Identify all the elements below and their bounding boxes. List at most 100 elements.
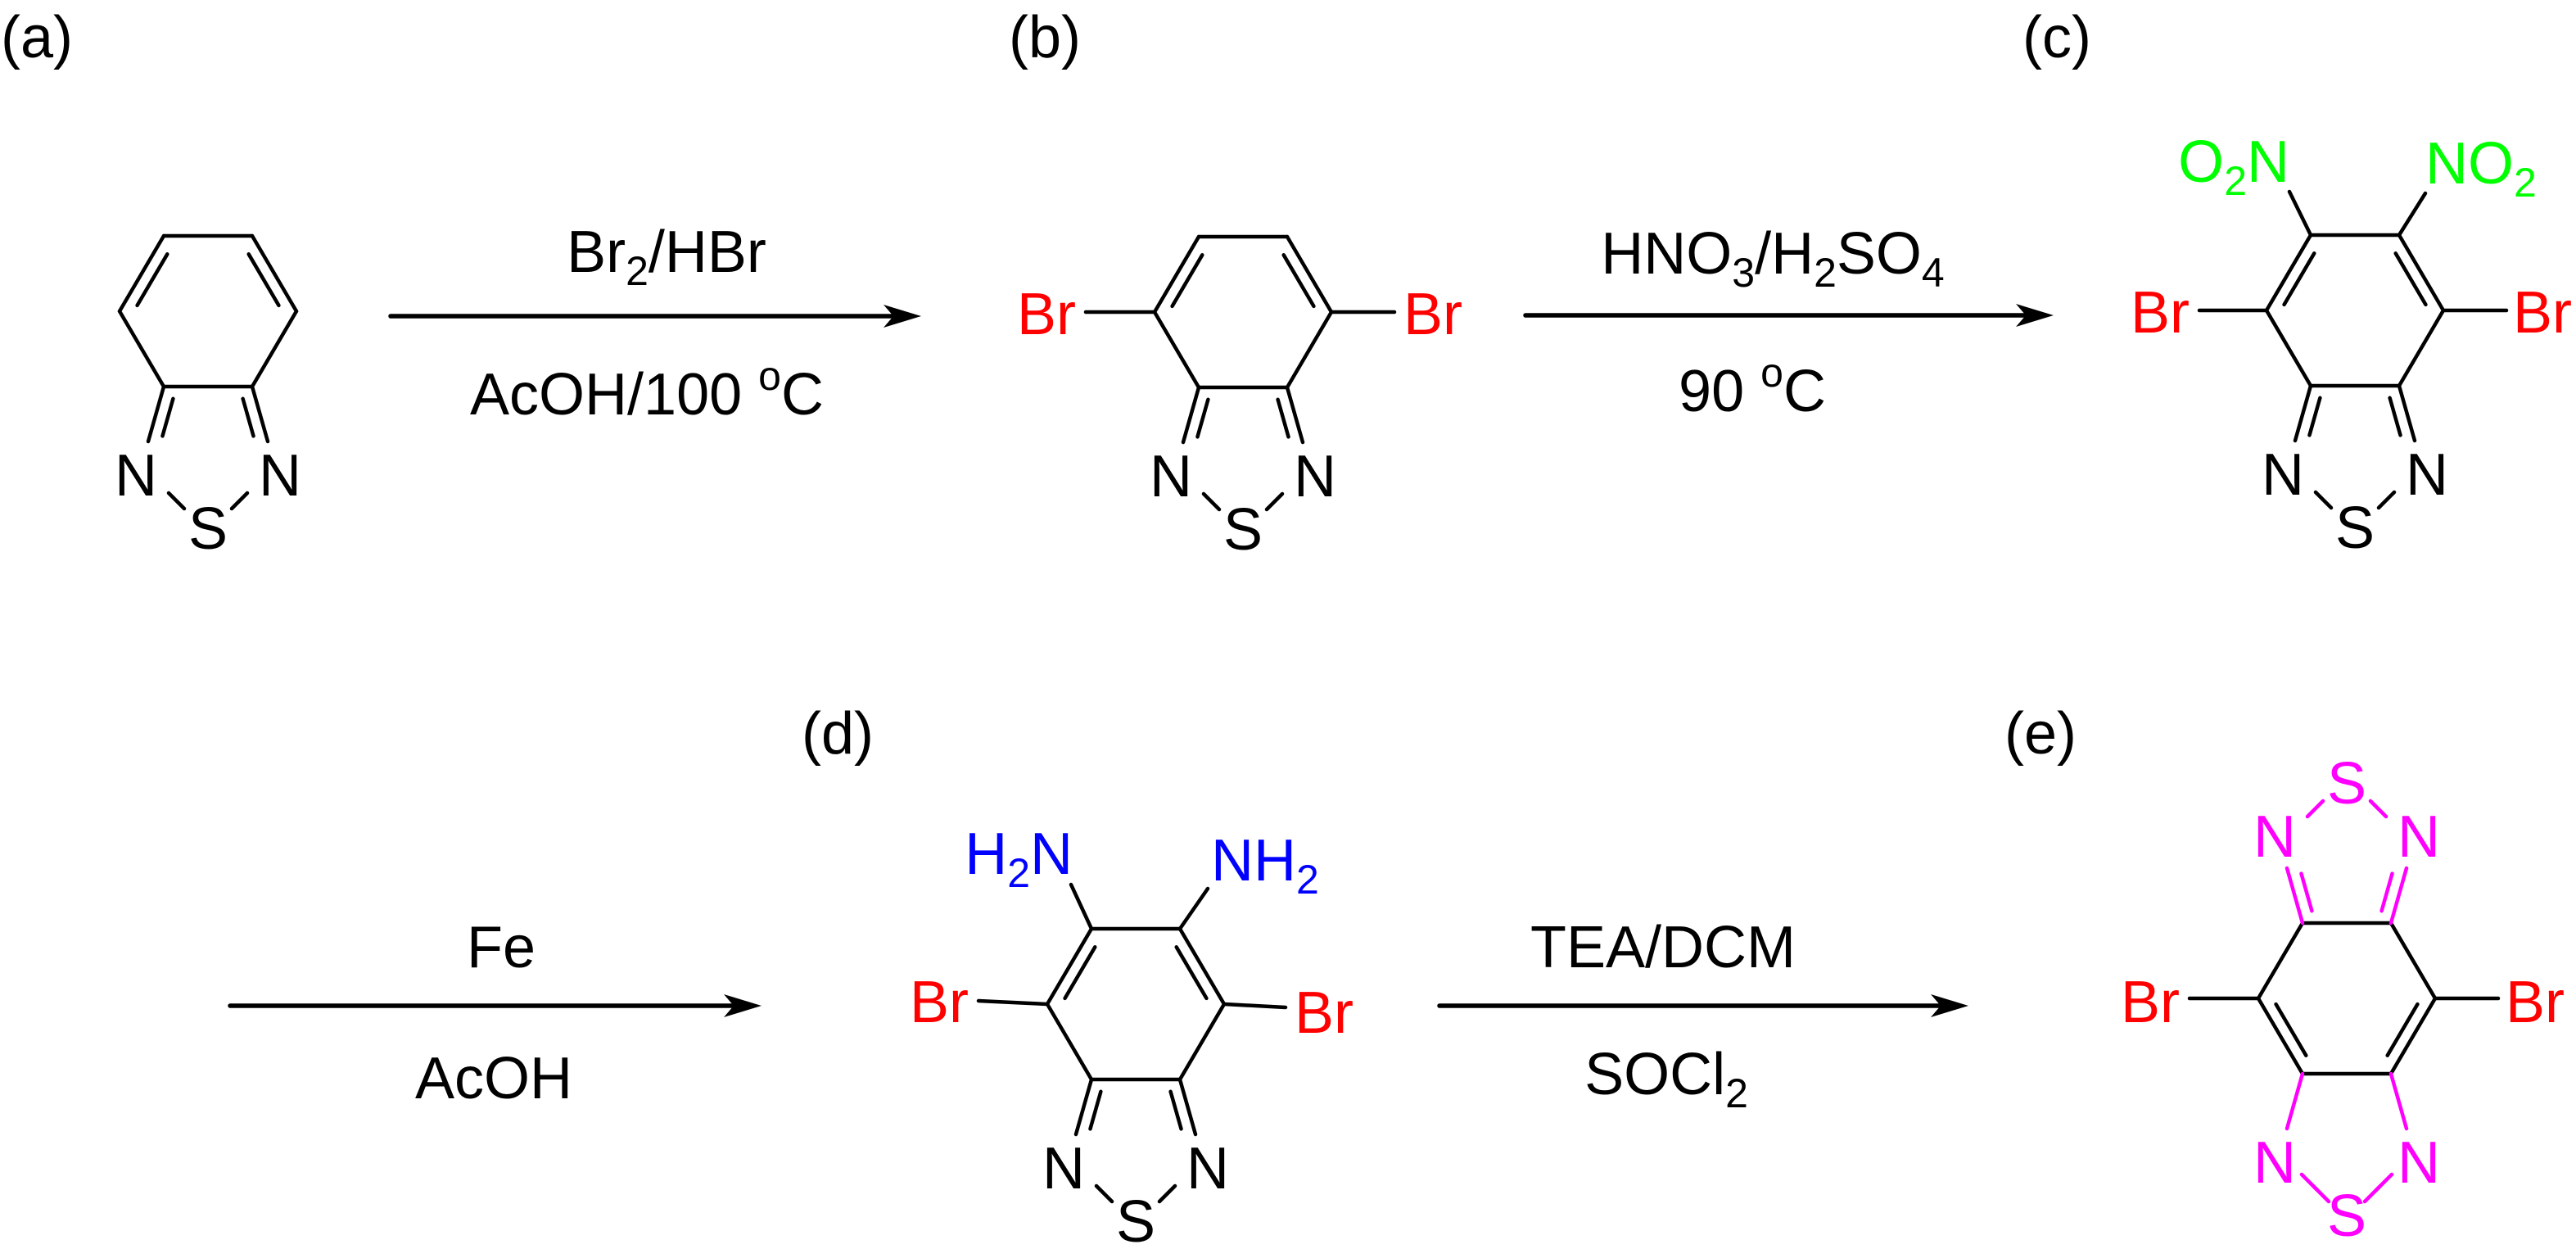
nitrogen-atom-part: N <box>1294 444 1336 509</box>
ring-bond <box>117 233 166 314</box>
double-bond-line <box>135 252 169 308</box>
n-s-bond <box>2376 490 2397 510</box>
nitrogen-atom: N <box>1042 1136 1085 1201</box>
ring-bond <box>1045 1002 1094 1082</box>
nitrogen-atom-part: N <box>1150 444 1192 509</box>
sulfur-atom: S <box>1116 1189 1155 1249</box>
double-bond-line <box>2385 1002 2420 1057</box>
condition-label: AcOH/100 oC <box>470 353 824 428</box>
double-bond-line <box>1063 945 1097 1001</box>
panel-label: (e) <box>2004 701 2077 767</box>
bromine-substituent: Br <box>1017 282 1076 347</box>
reagent-label-part: /H <box>1755 221 1814 287</box>
n-s-bond <box>229 491 250 511</box>
condition-label: AcOH <box>415 1046 572 1111</box>
nitrogen-atom-part: N <box>1186 1136 1229 1201</box>
reagent-label-part: HNO <box>1601 221 1732 287</box>
n-s-bond <box>1157 1183 1177 1204</box>
reagent-label: TEA/DCM <box>1530 915 1796 980</box>
condition-label: 90 oC <box>1679 350 1826 424</box>
double-bond-line <box>2379 871 2394 913</box>
bromine-substituent: Br <box>2131 280 2190 346</box>
sulfur-atom-part: S <box>2327 1183 2366 1249</box>
reagent-label-part: TEA/DCM <box>1530 915 1796 980</box>
double-bond-line <box>1195 397 1210 439</box>
bromine-substituent-part: Br <box>910 970 969 1035</box>
bromine-substituent: Br <box>1295 980 1354 1046</box>
ring-bond <box>2397 233 2446 313</box>
double-bond-line <box>160 396 175 438</box>
reagent-label-part: SO <box>1837 221 1922 287</box>
c-n-bond <box>2285 866 2305 925</box>
sulfur-atom: S <box>188 496 228 562</box>
bromine-substituent-part: Br <box>1295 980 1354 1046</box>
bromine-substituent-part: Br <box>1403 282 1462 347</box>
arrow-head-icon <box>2016 304 2054 327</box>
panel-label: (b) <box>1009 5 1081 70</box>
sulfur-atom: S <box>2327 751 2366 817</box>
bromine-substituent-part: Br <box>2131 280 2190 346</box>
arrow-head-icon <box>724 994 762 1017</box>
sulfur-atom-part: S <box>188 496 228 562</box>
n-s-bond <box>1201 491 1222 512</box>
double-bond-line <box>2299 871 2314 913</box>
bromine-substituent-part: Br <box>2513 280 2572 346</box>
reagent-label-part: Fe <box>467 915 536 980</box>
reagent-label-part: 4 <box>1922 250 1945 296</box>
nitrogen-atom: N <box>2262 442 2304 508</box>
nitrogen-atom: N <box>1150 444 1192 509</box>
reagent-label-part: 2 <box>626 248 649 294</box>
sulfur-atom-part: S <box>2327 751 2366 817</box>
ring-bond <box>1177 1002 1227 1082</box>
nitrogen-atom: N <box>2397 1130 2440 1196</box>
sulfur-atom: S <box>2335 496 2375 561</box>
reaction-arrow-4: TEA/DCM SOCl2 <box>1437 915 1968 1116</box>
double-bond-line <box>1170 253 1204 309</box>
panel-label: (c) <box>2022 5 2091 70</box>
nitrogen-atom-part: N <box>2253 1130 2296 1196</box>
panel-label-a: (a) <box>1 5 73 70</box>
n-s-bond <box>1264 491 1285 512</box>
double-bond-line <box>1276 397 1290 439</box>
bromine-substituent: Br <box>2121 970 2180 1035</box>
sulfur-atom: S <box>1223 497 1263 563</box>
nitrogen-atom: N <box>2397 804 2440 870</box>
c-n-bond <box>1285 385 1305 445</box>
ring-bond <box>1152 310 1201 390</box>
sulfur-atom: S <box>2327 1183 2366 1249</box>
c-n-bond <box>2397 383 2417 443</box>
ring-bond <box>2264 233 2313 313</box>
nitrogen-atom: N <box>1294 444 1336 509</box>
n-s-bond <box>2299 1172 2320 1192</box>
nitrogen-atom-part: N <box>2253 804 2296 870</box>
ring-bond <box>2397 308 2446 388</box>
double-bond-line <box>1174 945 1209 1001</box>
bond <box>2287 189 2313 238</box>
nitrogen-atom-part: N <box>115 443 157 509</box>
nitrogen-atom: N <box>1186 1136 1229 1201</box>
condition-label-part: AcOH <box>415 1046 572 1111</box>
bond <box>1069 882 1094 931</box>
condition-label-part: 2 <box>1725 1070 1748 1116</box>
ring-bond <box>1177 926 1227 1007</box>
bond <box>976 998 1050 1007</box>
panel-label-e: (e) <box>2004 701 2077 767</box>
bromine-substituent: Br <box>1403 282 1462 347</box>
double-bond-line <box>2307 396 2322 437</box>
sulfur-atom-part: S <box>2335 496 2375 561</box>
amine-substituent: NH2 <box>1211 828 1319 903</box>
double-bond-line <box>241 396 255 438</box>
arrow-head-icon <box>1931 994 1968 1017</box>
bond <box>1177 886 1210 931</box>
condition-label: SOCl2 <box>1584 1042 1748 1116</box>
double-bond-line <box>1168 1089 1183 1131</box>
reagent-label: HNO3/H2SO4 <box>1601 221 1944 296</box>
n-s-bond <box>2368 799 2388 819</box>
c-n-bond <box>2388 1071 2409 1131</box>
ring-bond <box>250 309 299 389</box>
